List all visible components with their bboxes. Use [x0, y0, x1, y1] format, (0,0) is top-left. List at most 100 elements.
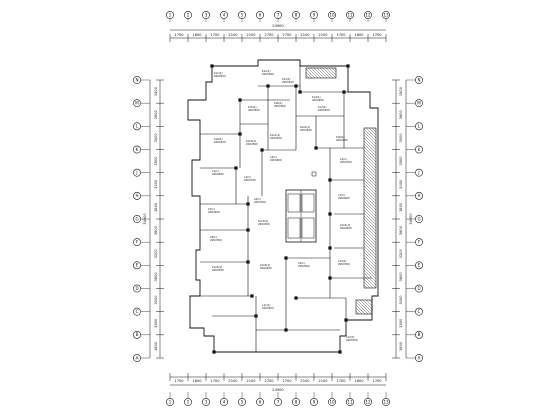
svg-text:L1(1): L1(1)	[212, 169, 219, 173]
beam-note: KL9(2)200X450	[214, 137, 226, 144]
column	[284, 328, 288, 332]
svg-text:200X400: 200X400	[270, 158, 282, 162]
column	[298, 90, 302, 94]
svg-text:KL11(2): KL11(2)	[270, 133, 280, 137]
svg-text:200X400: 200X400	[212, 172, 224, 176]
beam-note: L11(1)200X400	[262, 303, 274, 310]
axis-bubble: E	[133, 261, 141, 270]
left-dimension-text: 3200	[154, 248, 158, 258]
beam-note: L7(1)200X400	[338, 193, 350, 200]
svg-text:A: A	[136, 355, 139, 360]
svg-text:KL3(2): KL3(2)	[282, 77, 290, 81]
svg-text:13: 13	[383, 12, 389, 17]
axis-bubble: 11	[346, 11, 354, 19]
column	[212, 350, 216, 354]
svg-text:F: F	[418, 240, 421, 245]
svg-text:5: 5	[241, 399, 244, 404]
hatched-wall-top	[305, 67, 337, 79]
column	[234, 166, 238, 170]
axis-bubble: C	[133, 307, 141, 316]
axis-bubble: A	[415, 354, 423, 362]
svg-text:J: J	[417, 170, 419, 175]
svg-text:3: 3	[205, 399, 208, 404]
axis-bubble: F	[415, 238, 423, 247]
beam-note: KL8(1)200X400	[336, 135, 348, 142]
beam-note: L3(1)200X400	[270, 155, 282, 162]
top-dimension-text: 2100	[228, 33, 238, 37]
svg-text:G: G	[135, 216, 138, 221]
column	[344, 318, 348, 322]
bottom-dimension-text: 1700	[174, 379, 184, 383]
svg-text:KL6(1): KL6(1)	[274, 101, 282, 105]
beam-note: L4(1)200X350	[340, 157, 352, 164]
svg-text:11: 11	[347, 12, 353, 17]
bottom-dimension-text: 2700	[264, 379, 274, 383]
column	[210, 64, 214, 68]
central-core	[285, 171, 317, 243]
axis-bubble: G	[133, 215, 141, 223]
right-dimension-text: 3000	[399, 133, 403, 143]
svg-text:J: J	[135, 170, 137, 175]
beam-note: L5(1)200X400	[208, 207, 220, 214]
svg-text:4: 4	[223, 12, 226, 17]
svg-text:KL8(1): KL8(1)	[336, 135, 344, 139]
svg-text:G: G	[417, 216, 420, 221]
axis-bubble: 12	[364, 398, 372, 406]
axis-bubble: 4	[220, 11, 228, 19]
axis-bubble: 3	[202, 398, 210, 406]
svg-text:N: N	[136, 77, 139, 82]
left-dimension-text: 3600	[154, 225, 158, 235]
top-dimension-text: 2100	[246, 33, 256, 37]
beam-note: KL10(1)200X500	[246, 139, 258, 146]
column	[294, 296, 298, 300]
svg-text:K: K	[136, 147, 139, 152]
svg-text:L6(1): L6(1)	[254, 197, 261, 201]
beam-note: L2(1)200X350	[244, 175, 256, 182]
axis-bubble: 10	[328, 11, 336, 19]
left-total-dimension: 34900	[143, 213, 147, 225]
svg-text:E: E	[418, 263, 421, 268]
beam-note: KL7(2)200X450	[318, 105, 330, 112]
svg-text:200X450: 200X450	[318, 108, 330, 112]
beam-note: KL6(1)200X500	[274, 101, 286, 108]
bottom-dimension-text: 1800	[354, 379, 364, 383]
beam-note: L1(1)200X400	[212, 169, 224, 176]
bottom-dimension-text: 1700	[210, 379, 220, 383]
beam-note: KL5(2)200X450	[248, 105, 260, 112]
svg-text:7: 7	[277, 12, 280, 17]
bottom-dimension-text: 2100	[246, 379, 256, 383]
hatched-wall-right	[363, 127, 377, 289]
svg-text:200X450: 200X450	[258, 222, 270, 226]
left-dimension-text: 3500	[154, 318, 158, 328]
svg-text:KL12(1): KL12(1)	[300, 125, 310, 129]
svg-text:200X350: 200X350	[254, 200, 266, 204]
beam-note: L6(1)200X350	[254, 197, 266, 204]
axis-bubble: K	[415, 145, 423, 154]
right-dimension-text: 1500	[399, 86, 403, 96]
svg-text:F: F	[136, 240, 139, 245]
svg-text:9: 9	[313, 12, 316, 17]
axis-bubble: N	[133, 76, 141, 84]
axis-bubble: 2	[184, 398, 192, 406]
svg-text:2: 2	[187, 12, 190, 17]
svg-text:6: 6	[259, 399, 262, 404]
bottom-dimension-text: 2100	[228, 379, 238, 383]
bottom-dimension-text: 1700	[336, 379, 346, 383]
svg-text:L10(1): L10(1)	[338, 259, 346, 263]
column	[246, 228, 250, 232]
svg-text:D: D	[135, 286, 138, 291]
outer-wall	[187, 59, 379, 353]
column	[246, 260, 250, 264]
top-dimension-text: 1700	[174, 33, 184, 37]
svg-text:200X450: 200X450	[212, 268, 224, 272]
svg-text:KL14(1): KL14(1)	[340, 223, 350, 227]
axis-bubble: 9	[310, 11, 318, 19]
bottom-dimension-text: 1700	[372, 379, 382, 383]
beam-note: L9(1)200X400	[298, 261, 310, 268]
svg-text:L12(1): L12(1)	[346, 335, 354, 339]
svg-text:200X350: 200X350	[244, 178, 256, 182]
columns	[210, 64, 350, 354]
axis-bubble: L	[133, 122, 141, 131]
